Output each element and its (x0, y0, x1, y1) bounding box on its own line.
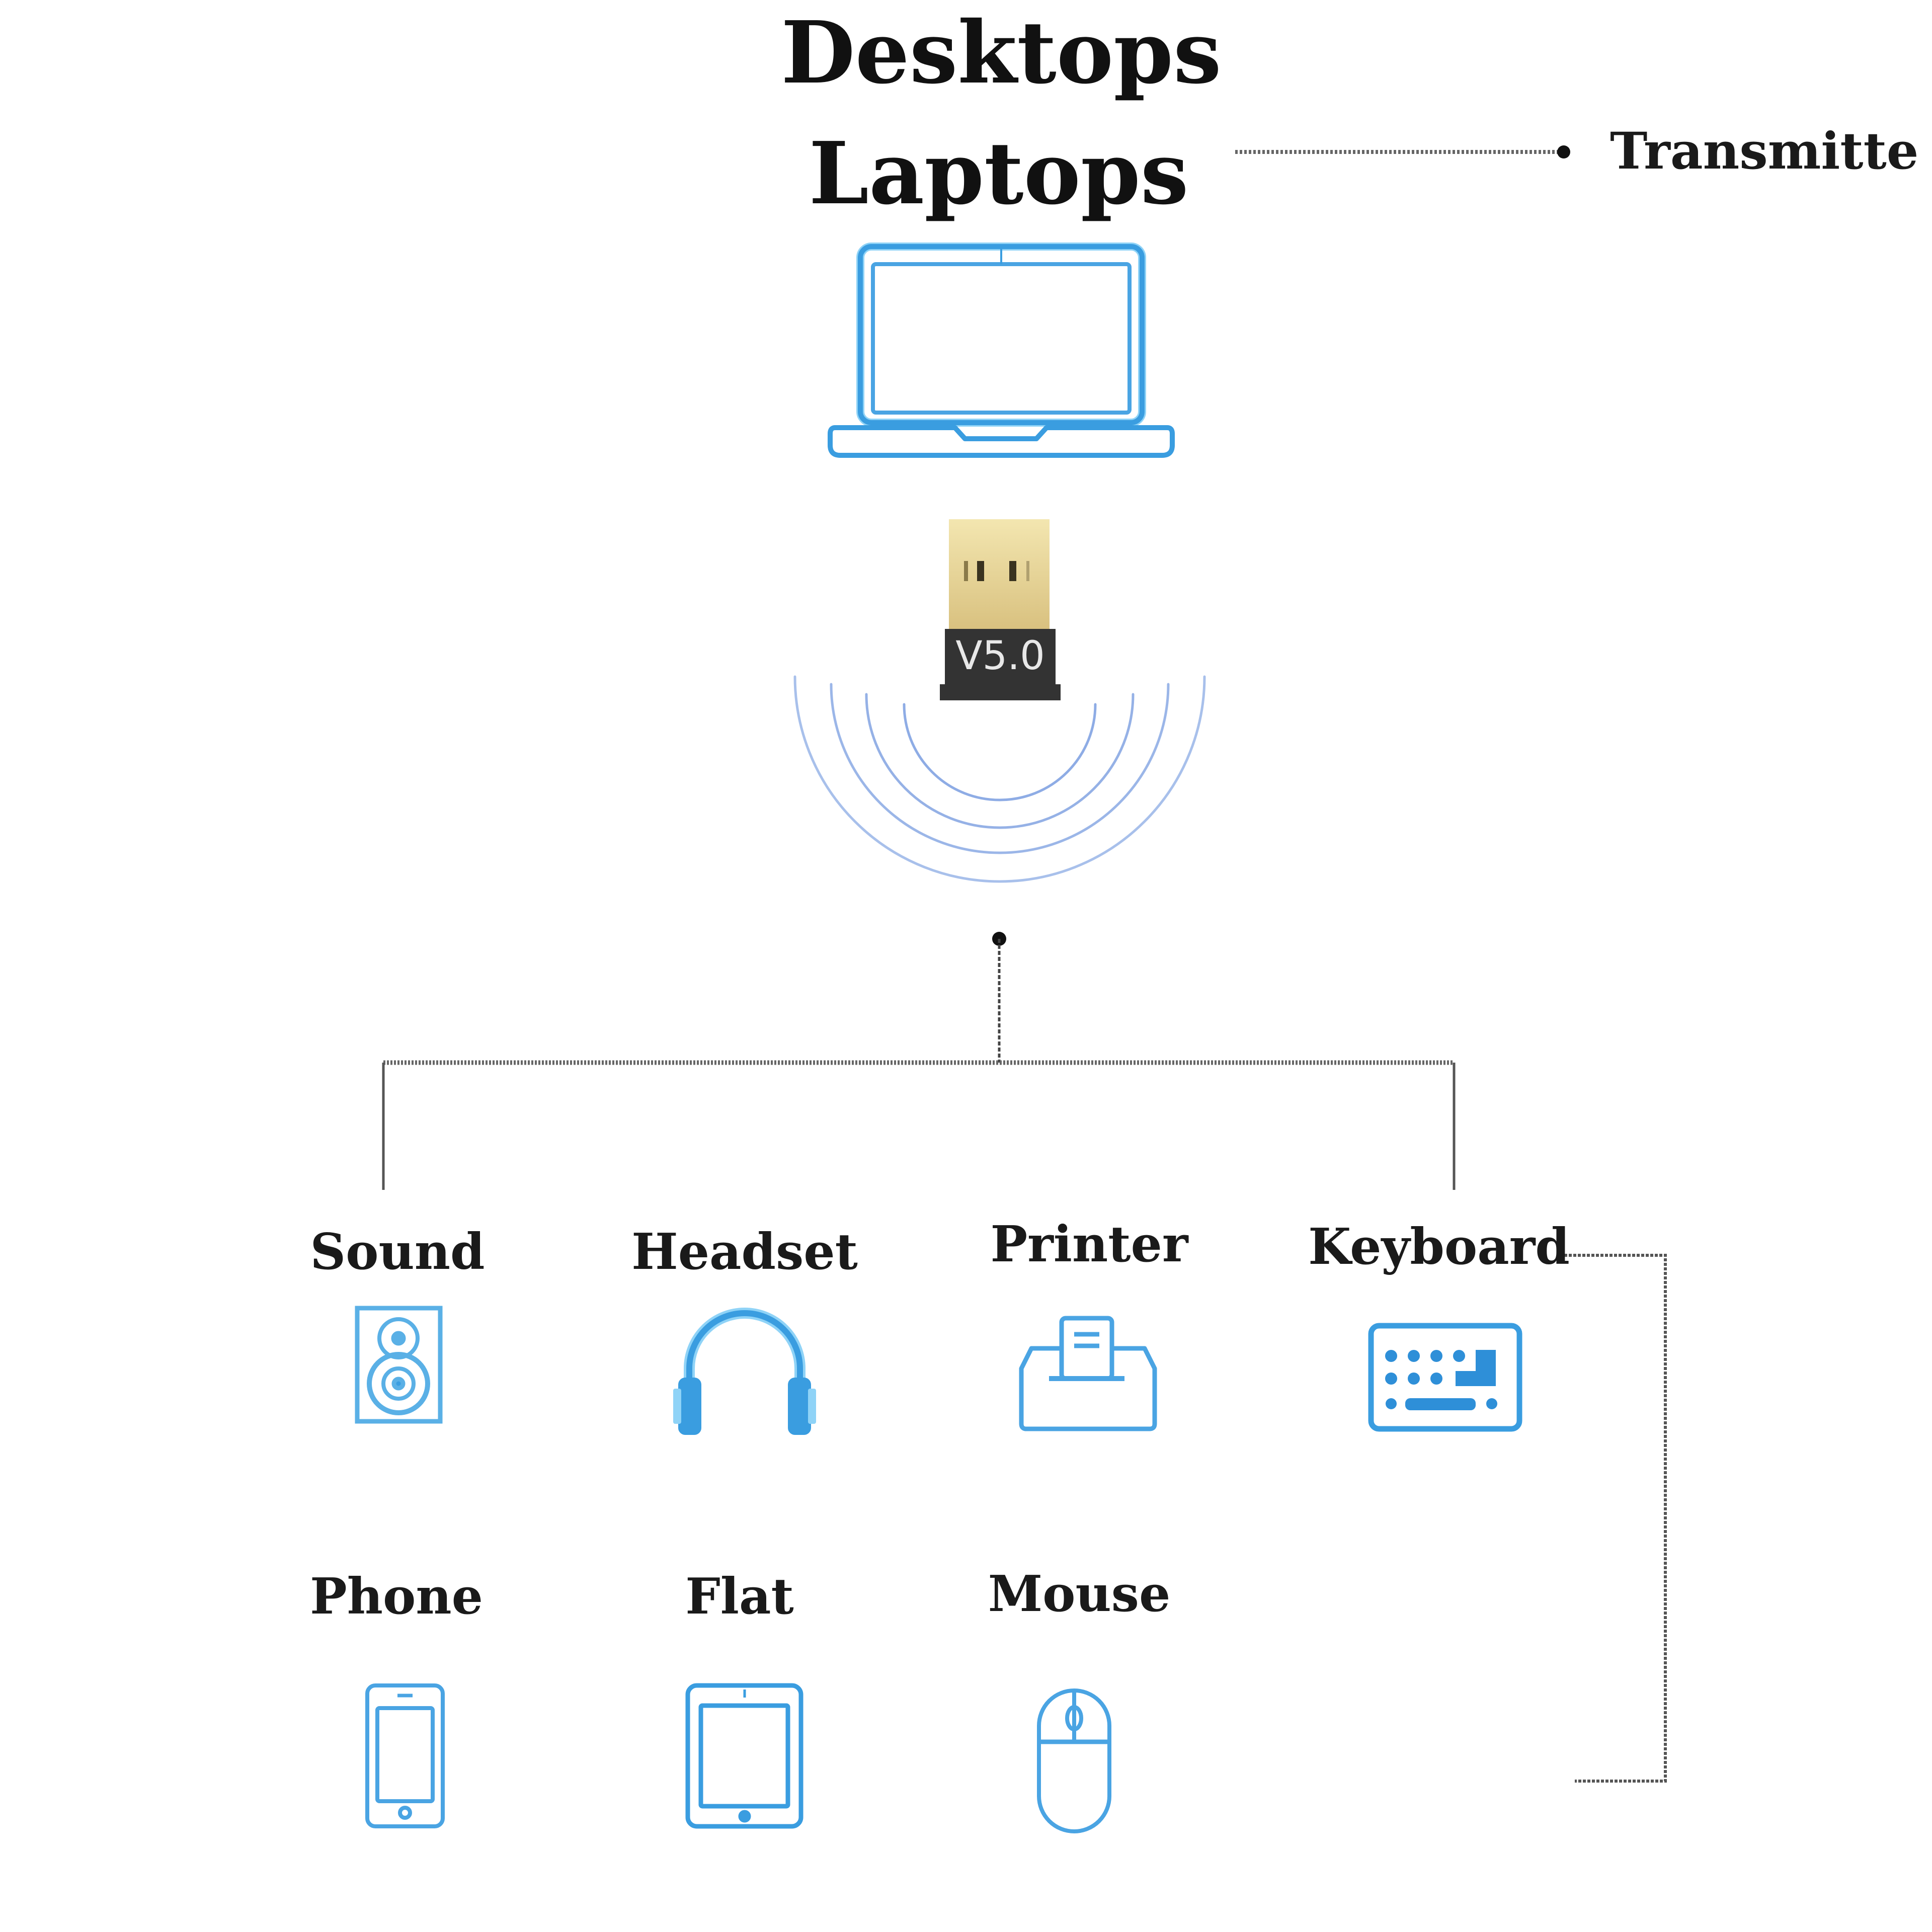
laptop-icon (828, 243, 1175, 458)
speaker-icon (355, 1306, 443, 1424)
keyboard-bracket (1560, 1254, 1667, 1783)
device-label-flat: Flat (685, 1568, 794, 1626)
mouse-icon (1037, 1688, 1111, 1833)
printer-icon (1019, 1316, 1157, 1431)
title-laptops: Laptops (809, 123, 1189, 224)
headphones-icon (673, 1308, 816, 1435)
device-label-sound: Sound (310, 1223, 485, 1281)
device-label-printer: Printer (990, 1216, 1188, 1273)
keyboard-icon (1368, 1323, 1522, 1432)
transmitter-dot (1557, 145, 1570, 158)
device-label-mouse: Mouse (988, 1565, 1171, 1623)
phone-icon (365, 1683, 445, 1828)
usb-body (940, 629, 1061, 700)
signal-waves-icon (793, 675, 1206, 883)
title-desktops: Desktops (781, 3, 1222, 103)
usb-version-label: V5.0 (955, 633, 1044, 679)
device-label-phone: Phone (310, 1568, 483, 1626)
tablet-icon (685, 1683, 803, 1829)
usb-adapter-image: V5.0 (940, 519, 1061, 700)
transmitter-label: Transmitte (1610, 121, 1919, 181)
device-label-headset: Headset (631, 1223, 858, 1281)
device-label-keyboard: Keyboard (1308, 1218, 1570, 1276)
